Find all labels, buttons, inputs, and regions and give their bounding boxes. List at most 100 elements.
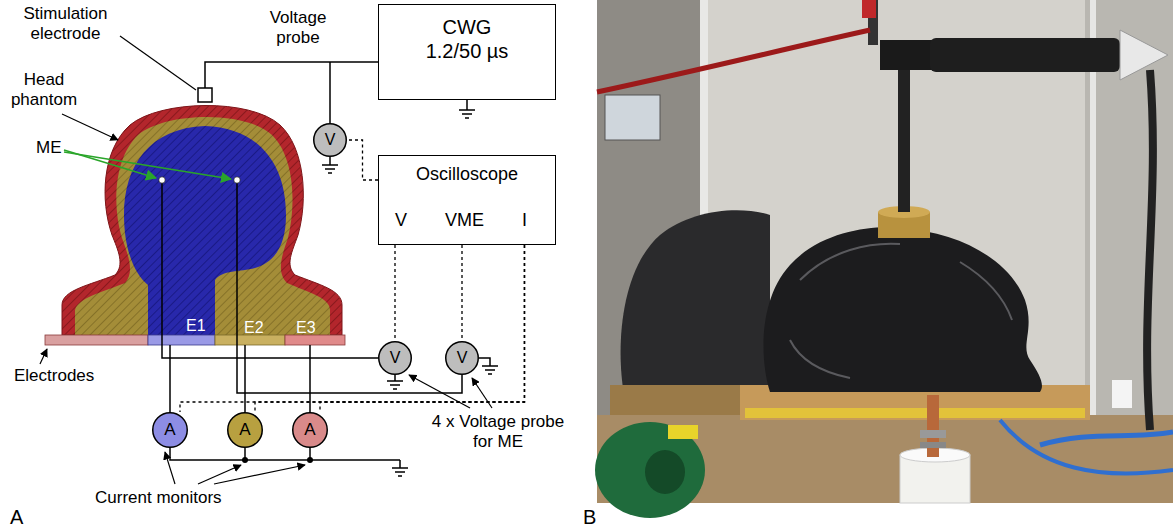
circle-outline: [153, 413, 188, 448]
current-monitor-symbol: A: [152, 412, 188, 448]
wires: [162, 180, 378, 358]
brain-region: [124, 126, 286, 335]
circle-outline: [293, 413, 328, 448]
leader-line: [214, 465, 305, 484]
ground-symbol: [322, 157, 338, 173]
part-label: Voltage probe: [258, 8, 338, 49]
signal-connector: [347, 140, 378, 180]
ground-symbol: [459, 100, 475, 118]
photo: [597, 30, 870, 92]
photo: [745, 408, 1085, 418]
circle-outline: [314, 124, 347, 157]
node-text: V: [457, 348, 468, 367]
signal-connector: [320, 245, 524, 412]
current-monitor-symbol: A: [292, 412, 328, 448]
ground-symbol: [482, 366, 498, 374]
leader-line: [62, 114, 118, 140]
channel-row: V VME I: [389, 210, 545, 232]
leader-line: [40, 36, 492, 484]
node-text: CWG 1.2/50 µs: [420, 15, 515, 63]
me-leader: [64, 150, 231, 179]
circle-outline: [446, 342, 479, 375]
photo: [597, 0, 1173, 503]
measurement-electrode: [159, 177, 165, 183]
instrument-box: OscilloscopeV VME I: [378, 155, 556, 245]
skull-layer: [75, 117, 330, 335]
part-label: 4 x Voltage probe for ME: [428, 412, 568, 453]
node-text: I: [522, 210, 527, 232]
signal-connector: [461, 245, 462, 341]
photo: [790, 244, 1012, 378]
junction-dot: [242, 457, 248, 463]
photo: [920, 430, 946, 438]
electrode-strip: [45, 335, 148, 345]
photo: [621, 210, 770, 400]
wires: [479, 358, 490, 366]
leader-line: [472, 378, 492, 408]
part-label: Head phantom: [4, 70, 84, 111]
junction-dot: [242, 457, 313, 463]
electrode-strip: [148, 335, 215, 345]
signal-connector: [180, 245, 524, 412]
electrode-strip: [215, 335, 285, 345]
photo: [1120, 30, 1168, 80]
me-leader: [64, 152, 231, 179]
leader-line: [409, 375, 470, 408]
photo: [862, 0, 876, 18]
node-text: V: [390, 348, 401, 367]
voltage-probe-symbol: V: [378, 341, 412, 375]
wires: [169, 345, 171, 412]
photo: [595, 0, 1173, 518]
circle-outline: [379, 342, 412, 375]
panel-label: B: [583, 505, 596, 529]
photo: [920, 442, 946, 448]
node-text: V: [395, 210, 407, 232]
photo: [1147, 70, 1153, 430]
photo: [930, 38, 1120, 72]
wires: [244, 345, 246, 412]
signal-connector: [255, 245, 524, 412]
photo: [645, 450, 685, 494]
node-text: VME: [445, 210, 484, 232]
wires: [170, 448, 400, 460]
electrode-strip: [285, 335, 345, 345]
ground-symbol: [392, 460, 408, 476]
wires: [205, 62, 378, 88]
leader-line: [165, 452, 175, 484]
photo: [763, 227, 1041, 392]
current-monitor-symbol: A: [227, 412, 263, 448]
instrument-box: CWG 1.2/50 µs: [378, 4, 556, 100]
voltage-probe-symbol: V: [313, 123, 347, 157]
photo: [1000, 420, 1173, 473]
leader-line: [40, 349, 47, 364]
electrode-label: E3: [296, 318, 316, 337]
scalp-layer: [62, 105, 342, 335]
photo: [1112, 380, 1132, 408]
electrode-label: E2: [244, 318, 264, 337]
signal-connector: [394, 245, 395, 341]
node-text: A: [239, 420, 250, 440]
wires: [162, 62, 490, 460]
voltage-probe-symbol: V: [445, 341, 479, 375]
photo: [898, 70, 910, 212]
junction-dot: [307, 457, 313, 463]
leader-line: [120, 36, 196, 90]
head-phantom: [62, 105, 342, 335]
node-text: A: [304, 420, 315, 440]
circle-outline: [228, 413, 263, 448]
stimulation-electrode: [198, 88, 212, 102]
part-label: Stimulation electrode: [8, 4, 123, 45]
photo: [595, 422, 705, 518]
part-label: Electrodes: [14, 366, 94, 386]
panel-label: A: [10, 505, 23, 529]
photo: [668, 425, 698, 439]
title-row: Oscilloscope: [389, 164, 545, 186]
ground-symbol: [387, 375, 403, 389]
leader-line: [198, 465, 241, 484]
stimulation-electrode: [198, 88, 212, 102]
part-label: ME: [36, 138, 62, 158]
node-text: Oscilloscope: [416, 164, 518, 184]
